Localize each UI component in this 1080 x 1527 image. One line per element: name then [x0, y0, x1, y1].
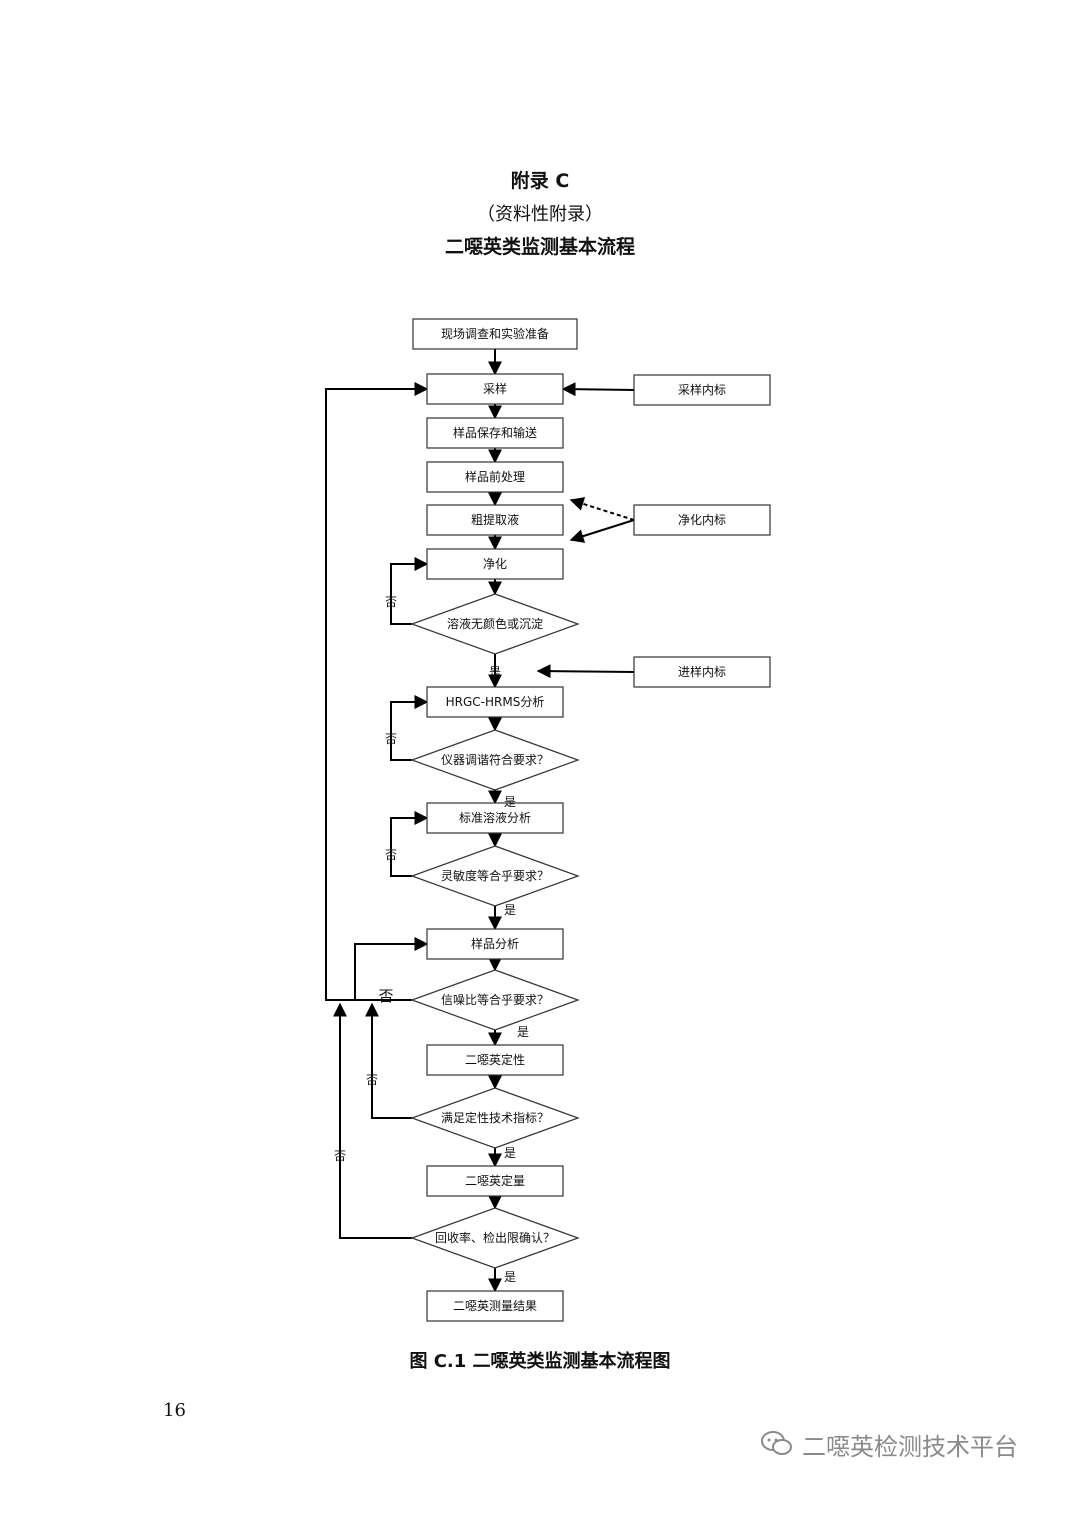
step-sampling-label: 采样 — [483, 381, 507, 396]
step-pretreatment-label: 样品前处理 — [465, 469, 525, 484]
decision-snr-label: 信噪比等合乎要求？ — [441, 992, 549, 1007]
side-arrow-cleanup — [569, 519, 635, 543]
no-label-1: 否 — [385, 732, 397, 746]
step-storage-transport-label: 样品保存和输送 — [453, 425, 537, 440]
step-storage-transport — [426, 417, 564, 449]
no-label-2: 否 — [385, 848, 397, 862]
step-qualitative — [426, 1044, 564, 1076]
step-sampling — [426, 373, 564, 405]
watermark-text: 二噁英检测技术平台 — [802, 1432, 1018, 1461]
no-loop-qualitative — [365, 1002, 412, 1119]
yes-label-0: 是 — [489, 665, 501, 679]
side-box-cleanup-standard-label: 净化内标 — [678, 513, 726, 527]
step-sample-analysis-label: 样品分析 — [471, 936, 519, 951]
step-qualitative-label: 二噁英定性 — [465, 1052, 525, 1067]
page-number: 16 — [163, 1400, 186, 1421]
side-box-sampling-standard-label: 采样内标 — [678, 382, 726, 397]
step-crude-extract — [426, 504, 564, 536]
no-loop-1 — [390, 695, 429, 761]
step-cleanup-label: 净化 — [483, 557, 507, 571]
no-loop-recovery — [333, 1002, 412, 1239]
step-result-label: 二噁英测量结果 — [453, 1299, 537, 1313]
yes-label-5: 是 — [504, 1270, 516, 1284]
decision-qualitative — [410, 1087, 580, 1149]
decision-snr — [410, 969, 580, 1031]
decision-solution-clear-label: 溶液无颜色或沉淀 — [447, 616, 543, 631]
decision-solution-clear — [410, 593, 580, 655]
yes-label-3: 是 — [517, 1025, 529, 1039]
step-pretreatment — [426, 461, 564, 493]
step-result — [426, 1290, 564, 1322]
side-box-sampling-standard — [633, 374, 771, 406]
side-arrow-cleanup-dashed — [569, 497, 635, 521]
watermark: 二噁英检测技术平台 — [760, 1424, 1018, 1464]
decision-tuning — [410, 729, 580, 791]
side-box-injection-standard — [633, 656, 771, 688]
no-label-qualitative: 否 — [366, 1073, 378, 1087]
decision-recovery-label: 回收率、检出限确认？ — [435, 1230, 555, 1245]
step-quantitative-label: 二噁英定量 — [465, 1173, 525, 1188]
decision-sensitivity — [410, 845, 580, 907]
side-box-injection-standard-label: 进样内标 — [678, 664, 726, 679]
chat-bubble-icon — [761, 1431, 792, 1455]
no-label-recovery: 否 — [334, 1149, 346, 1163]
appendix-note: （资料性附录） — [477, 204, 603, 225]
no-loop-2 — [390, 811, 429, 877]
decision-tuning-label: 仪器调谐符合要求？ — [441, 752, 549, 767]
step-standard-analysis-label: 标准溶液分析 — [459, 810, 531, 825]
decision-qualitative-label: 满足定性技术指标？ — [441, 1110, 549, 1125]
figure-caption: 图 C.1 二噁英类监测基本流程图 — [409, 1351, 671, 1372]
step-crude-extract-label: 粗提取液 — [471, 512, 519, 527]
step-site-survey-label: 现场调查和实验准备 — [441, 326, 549, 341]
step-sample-analysis — [426, 928, 564, 960]
no-loop-0 — [390, 557, 429, 625]
step-hrgc-hrms — [426, 686, 564, 718]
decision-recovery — [410, 1207, 580, 1269]
step-quantitative — [426, 1165, 564, 1197]
step-cleanup — [426, 548, 564, 580]
side-arrow-sampling-standard — [561, 382, 635, 397]
step-site-survey — [412, 318, 578, 350]
flow-title: 二噁英类监测基本流程 — [444, 236, 635, 258]
appendix-heading: 附录 C — [510, 170, 570, 192]
step-hrgc-hrms-label: HRGC-HRMS分析 — [446, 695, 545, 709]
yes-label-1: 是 — [504, 795, 516, 809]
side-box-cleanup-standard — [633, 504, 771, 536]
no-label-0: 否 — [385, 595, 397, 609]
no-label-snr: 否 — [378, 987, 393, 1005]
no-loop-snr-sampling — [325, 382, 429, 1001]
step-standard-analysis — [426, 802, 564, 834]
yes-label-2: 是 — [504, 903, 516, 917]
yes-label-4: 是 — [504, 1146, 516, 1160]
decision-sensitivity-label: 灵敏度等合乎要求？ — [441, 868, 549, 883]
side-arrow-injection-standard — [536, 664, 635, 679]
no-loop-snr-reanalysis — [354, 937, 429, 1000]
